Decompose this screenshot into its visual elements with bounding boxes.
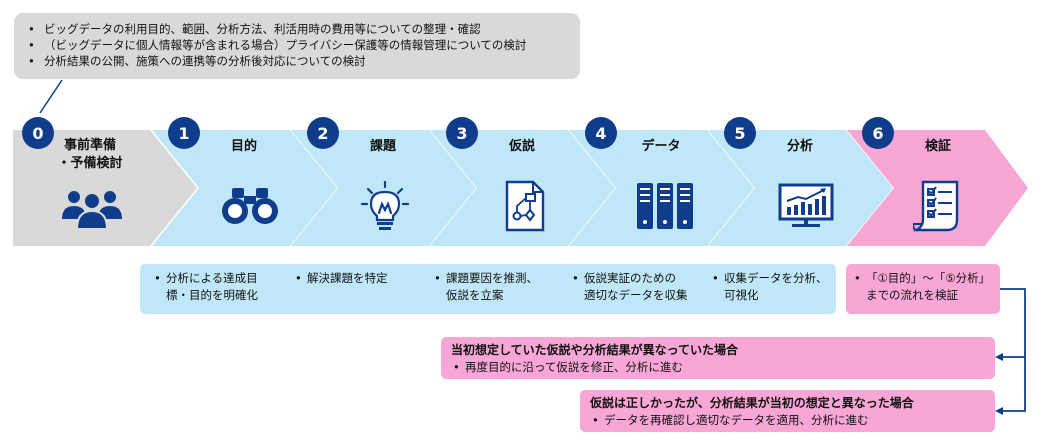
- people-icon: [62, 191, 122, 230]
- step-number: 5: [734, 123, 746, 143]
- feedback-bullet: 再度目的に沿って仮説を修正、分析に進む: [451, 359, 985, 375]
- step-title-line: 目的: [230, 139, 257, 154]
- chart-monitor-icon: [778, 183, 834, 227]
- step-number: 6: [872, 123, 884, 143]
- step-title: 目的: [199, 138, 289, 156]
- feedback-box-hypothesis-mismatch: 当初想定していた仮説や分析結果が異なっていた場合 再度目的に沿って仮説を修正、分…: [441, 337, 995, 379]
- description-bullet: 仮説実証のための: [570, 270, 688, 287]
- binoculars-icon: [222, 188, 278, 224]
- step-5-description: 収集データを分析、 可視化: [710, 270, 828, 304]
- step-number-circle: 4: [585, 117, 617, 149]
- step-number-circle: 3: [446, 117, 478, 149]
- step-0-chevron: [13, 130, 197, 246]
- feedback-box-result-mismatch: 仮説は正しかったが、分析結果が当初の想定と異なった場合 データを再確認し適切なデ…: [580, 390, 995, 432]
- step-title: 分析: [755, 138, 845, 156]
- feedback-bullet: データを再確認し適切なデータを適用、分析に進む: [590, 412, 985, 428]
- step-number-circle: 0: [22, 117, 54, 149]
- step-title-line: 分析: [786, 139, 813, 154]
- flowchart-icon: [505, 180, 545, 232]
- description-bullet: 「①目的」～「⑤分析」: [852, 270, 990, 287]
- step-number-circle: 1: [168, 117, 200, 149]
- feedback-heading: 当初想定していた仮説や分析結果が異なっていた場合: [451, 343, 739, 357]
- step-1-chevron: [152, 130, 337, 246]
- step-title-line: データ: [641, 139, 681, 154]
- description-line: 可視化: [724, 288, 759, 302]
- callout-item: ビッグデータの利用目的、範囲、分析方法、利活用時の費用等についての整理・確認: [26, 21, 568, 37]
- step-number: 0: [32, 123, 44, 143]
- step-number: 2: [317, 123, 329, 143]
- description-bullet: 分析による達成目: [152, 270, 258, 287]
- step-3-description: 課題要因を推測、 仮説を立案: [432, 270, 538, 304]
- description-bullet: 課題要因を推測、: [432, 270, 538, 287]
- step-number: 4: [595, 123, 607, 143]
- step-4-description: 仮説実証のための 適切なデータを収集: [570, 270, 688, 304]
- step-number: 1: [178, 123, 190, 143]
- step-title-line: 課題: [369, 139, 396, 154]
- step-title: 課題: [338, 138, 428, 156]
- step-title: 事前準備 ・予備検討: [45, 137, 135, 173]
- step-number-circle: 6: [862, 117, 894, 149]
- step-number-circle: 2: [307, 117, 339, 149]
- description-line: 標・目的を明確化: [166, 288, 258, 302]
- server-icon: [637, 183, 693, 229]
- connector-arrowhead: [995, 353, 1003, 361]
- step-title-line: 事前準備: [63, 138, 116, 153]
- description-line: までの流れを検証: [866, 288, 958, 302]
- feedback-connector: [1000, 288, 1026, 358]
- step-title: 仮説: [477, 138, 567, 156]
- step-1-description: 分析による達成目 標・目的を明確化: [152, 270, 258, 304]
- feedback-connector: [1001, 357, 1026, 412]
- lightbulb-icon: [360, 180, 410, 230]
- step-title-line: ・予備検討: [57, 156, 123, 171]
- callout-list: ビッグデータの利用目的、範囲、分析方法、利活用時の費用等についての整理・確認 （…: [26, 21, 568, 69]
- connector-arrowhead: [995, 407, 1003, 415]
- feedback-heading: 仮説は正しかったが、分析結果が当初の想定と異なった場合: [590, 396, 914, 410]
- step-2-chevron: [291, 130, 476, 246]
- preparation-callout: ビッグデータの利用目的、範囲、分析方法、利活用時の費用等についての整理・確認 （…: [14, 13, 580, 79]
- description-bullet: 収集データを分析、: [710, 270, 828, 287]
- step-title: 検証: [893, 138, 983, 156]
- step-title-line: 仮説: [508, 139, 535, 154]
- step-number: 3: [456, 123, 468, 143]
- callout-item: 分析結果の公開、施策への連携等の分析後対応についての検討: [26, 53, 568, 69]
- callout-item: （ビッグデータに個人情報等が含まれる場合）プライバシー保護等の情報管理についての…: [26, 37, 568, 53]
- step-number-circle: 5: [724, 117, 756, 149]
- description-bullet: 解決課題を特定: [293, 270, 388, 287]
- checklist-icon: [913, 180, 959, 232]
- step-6-description: 「①目的」～「⑤分析」 までの流れを検証: [852, 270, 990, 304]
- description-line: 適切なデータを収集: [584, 288, 688, 302]
- step-title: データ: [616, 138, 706, 156]
- step-title-line: 検証: [924, 139, 951, 154]
- description-line: 仮説を立案: [446, 288, 504, 302]
- step-2-description: 解決課題を特定: [293, 270, 388, 287]
